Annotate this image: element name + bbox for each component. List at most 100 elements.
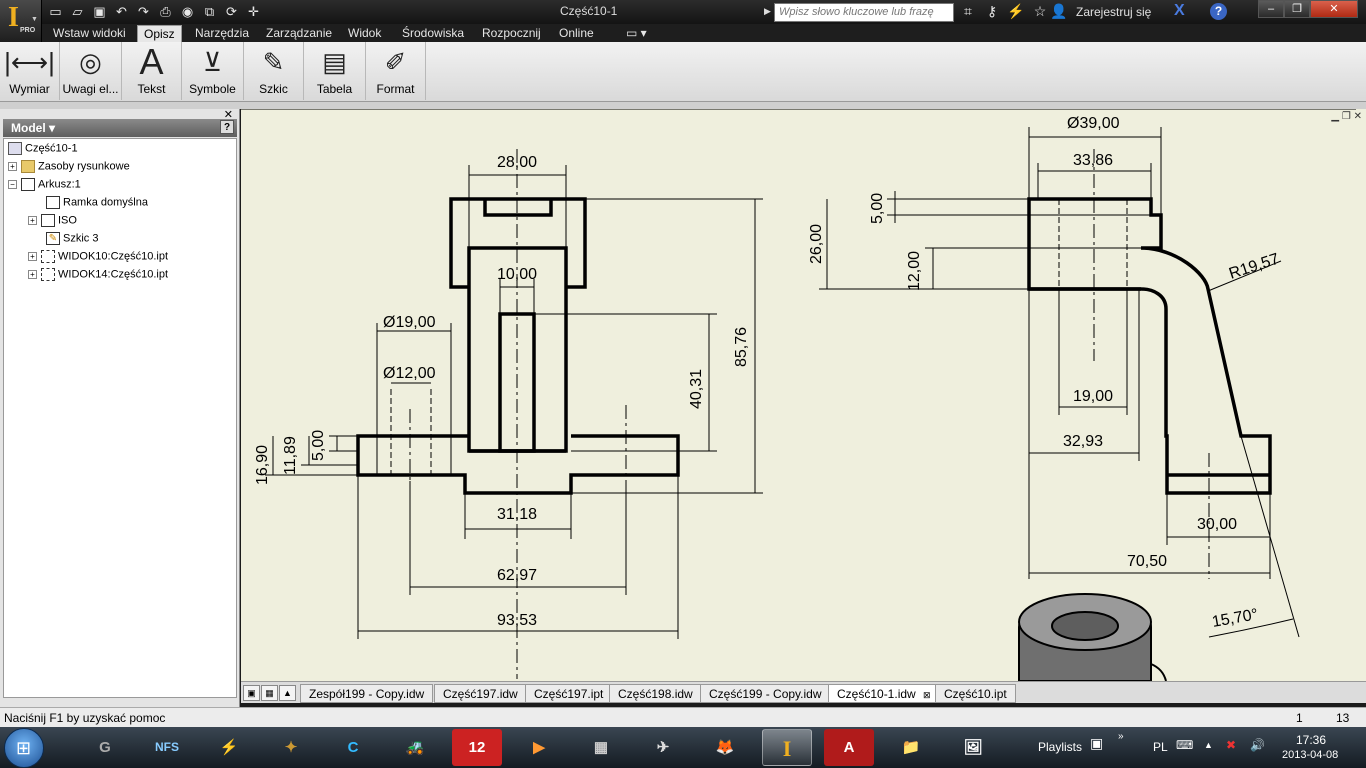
dim-d19[interactable]: Ø19,00 bbox=[383, 314, 436, 331]
tab-narzedzia[interactable]: Narzędzia bbox=[195, 26, 250, 40]
satellite-icon[interactable]: ⚡ bbox=[1007, 3, 1025, 19]
expand-icon[interactable]: + bbox=[28, 252, 37, 261]
tree-item-drawing-resources[interactable]: +Zasoby rysunkowe bbox=[8, 160, 130, 178]
dim-93-53[interactable]: 93,53 bbox=[497, 612, 537, 629]
chevron-up-icon[interactable]: ▲ bbox=[279, 685, 296, 701]
doc-tab-zespol199-copy[interactable]: Zespół199 - Copy.idw bbox=[300, 684, 434, 703]
key-icon[interactable]: ⚷ bbox=[986, 3, 998, 19]
collapse-icon[interactable]: − bbox=[8, 180, 17, 189]
copy-icon[interactable]: ⧉ bbox=[204, 4, 215, 19]
doc-tab-czesc10-1-idw[interactable]: Część10-1.idw ⊠ bbox=[828, 684, 940, 703]
exchange-apps-icon[interactable]: X bbox=[1174, 2, 1185, 19]
new-file-icon[interactable]: ▭ bbox=[49, 4, 62, 19]
panel-toggle-icon[interactable]: ▭ ▾ bbox=[626, 26, 647, 40]
mdi-restore-icon[interactable]: ❐ bbox=[1341, 111, 1351, 122]
taskbar-app-photos[interactable]: 🖼 bbox=[963, 739, 983, 756]
save-icon[interactable]: ▣ bbox=[93, 4, 106, 19]
dim-11-89[interactable]: 11,89 bbox=[282, 436, 299, 475]
dim-d39[interactable]: Ø39,00 bbox=[1067, 115, 1120, 132]
dim-d12[interactable]: Ø12,00 bbox=[383, 365, 436, 382]
taskbar-app-player[interactable]: ▶ bbox=[533, 739, 545, 756]
sign-in-link[interactable]: Zarejestruj się bbox=[1076, 5, 1152, 19]
dim-side-5[interactable]: 5,00 bbox=[869, 193, 886, 224]
binoculars-icon[interactable]: ⌗ bbox=[964, 3, 972, 19]
drawing-canvas[interactable]: ▁ ❐ ✕ bbox=[241, 109, 1366, 681]
format-button[interactable]: ✐ Format bbox=[366, 42, 426, 100]
dim-40-31[interactable]: 40,31 bbox=[688, 369, 705, 409]
tab-widok[interactable]: Widok bbox=[348, 26, 382, 40]
taskbar-app-12[interactable]: 12 bbox=[452, 729, 502, 766]
dim-10[interactable]: 10,00 bbox=[497, 266, 537, 283]
tree-item-sketch[interactable]: ✎Szkic 3 bbox=[46, 232, 98, 250]
browser-help-icon[interactable]: ? bbox=[220, 120, 234, 134]
search-expand-icon[interactable]: ▶ bbox=[764, 6, 771, 16]
dim-70-50[interactable]: 70,50 bbox=[1127, 553, 1167, 570]
search-input[interactable]: Wpisz słowo kluczowe lub frazę bbox=[774, 3, 954, 22]
update-icon[interactable]: ⟳ bbox=[226, 4, 237, 19]
dim-32-93[interactable]: 32,93 bbox=[1063, 433, 1103, 450]
tree-item-view10[interactable]: +WIDOK10:Część10.ipt bbox=[28, 250, 168, 268]
doc-tab-czesc197-ipt[interactable]: Część197.ipt bbox=[525, 684, 613, 703]
tray-playlist-icon[interactable]: ▣ bbox=[1090, 735, 1104, 751]
dim-31-18[interactable]: 31,18 bbox=[497, 506, 537, 523]
dim-62-97[interactable]: 62,97 bbox=[497, 567, 537, 584]
minimize-button[interactable]: – bbox=[1258, 0, 1284, 18]
dim-30[interactable]: 30,00 bbox=[1197, 516, 1237, 533]
taskbar-app-witcher[interactable]: ✦ bbox=[284, 739, 298, 756]
taskbar-app-firefox[interactable]: 🦊 bbox=[715, 739, 735, 756]
doc-tab-czesc199-copy[interactable]: Część199 - Copy.idw bbox=[700, 684, 831, 703]
star-icon[interactable]: ☆ bbox=[1033, 3, 1047, 19]
browser-header[interactable]: Model ▾ ? bbox=[3, 119, 237, 137]
tray-date[interactable]: 2013-04-08 bbox=[1282, 749, 1339, 761]
tab-close-icon[interactable]: ⊠ bbox=[923, 690, 931, 700]
select-icon[interactable]: ◉ bbox=[181, 4, 194, 19]
tree-item-view14[interactable]: +WIDOK14:Część10.ipt bbox=[28, 268, 168, 286]
sketch-button[interactable]: ✎ Szkic bbox=[244, 42, 304, 100]
tab-rozpocznij[interactable]: Rozpocznij bbox=[482, 26, 541, 40]
tray-show-hidden-icon[interactable]: ▲ bbox=[1204, 740, 1213, 750]
dim-19[interactable]: 19,00 bbox=[1073, 388, 1113, 405]
move-icon[interactable]: ✛ bbox=[248, 4, 259, 19]
dimension-button[interactable]: |⟷| Wymiar bbox=[0, 42, 60, 100]
tab-zarzadzanie[interactable]: Zarządzanie bbox=[266, 26, 333, 40]
dim-5[interactable]: 5,00 bbox=[310, 430, 327, 461]
tree-item-root[interactable]: Część10-1 bbox=[8, 142, 78, 160]
expand-icon[interactable]: + bbox=[28, 216, 37, 225]
doc-tab-czesc198-idw[interactable]: Część198.idw bbox=[609, 684, 702, 703]
tree-item-default-border[interactable]: Ramka domyślna bbox=[46, 196, 148, 214]
redo-icon[interactable]: ↷ bbox=[138, 4, 149, 19]
mdi-close-icon[interactable]: ✕ bbox=[1353, 111, 1362, 122]
tab-opisz[interactable]: Opisz bbox=[137, 25, 182, 42]
dim-33-86[interactable]: 33,86 bbox=[1073, 152, 1113, 169]
maximize-button[interactable]: ❐ bbox=[1284, 0, 1310, 18]
tray-expand-icon[interactable]: » bbox=[1118, 731, 1124, 742]
taskbar-app-acrobat[interactable]: A bbox=[824, 729, 874, 766]
dim-16-90[interactable]: 16,90 bbox=[254, 445, 271, 485]
taskbar-app-c[interactable]: C bbox=[347, 739, 359, 756]
expand-icon[interactable]: + bbox=[8, 162, 17, 171]
doc-tab-czesc10-ipt[interactable]: Część10.ipt bbox=[935, 684, 1016, 703]
dim-85-76[interactable]: 85,76 bbox=[733, 327, 750, 367]
feature-notes-button[interactable]: ◎ Uwagi el... bbox=[60, 42, 122, 100]
tile-icon[interactable]: ▦ bbox=[261, 685, 278, 701]
taskbar-app-lightning[interactable]: ⚡ bbox=[219, 739, 239, 756]
dim-26[interactable]: 26,00 bbox=[808, 224, 825, 264]
taskbar-app-g[interactable]: G bbox=[99, 739, 111, 756]
tray-volume-icon[interactable]: 🔊 bbox=[1250, 738, 1265, 752]
taskbar-app-nfs[interactable]: NFS bbox=[155, 740, 179, 754]
close-button[interactable]: ✕ bbox=[1310, 0, 1358, 18]
taskbar-app-flight[interactable]: ✈ bbox=[656, 739, 670, 756]
taskbar-app-explorer[interactable]: 📁 bbox=[901, 739, 921, 756]
tab-wstaw-widoki[interactable]: Wstaw widoki bbox=[53, 26, 126, 40]
dim-r19-57[interactable]: R19,57 bbox=[1227, 251, 1281, 283]
expand-icon[interactable]: + bbox=[28, 270, 37, 279]
mdi-minimize-icon[interactable]: ▁ bbox=[1331, 111, 1340, 122]
dim-angle[interactable]: 15,70° bbox=[1211, 606, 1260, 631]
tray-network-icon[interactable]: ✖ bbox=[1226, 738, 1237, 752]
start-button[interactable]: ⊞ bbox=[4, 728, 44, 768]
text-button[interactable]: A Tekst bbox=[122, 42, 182, 100]
tab-online[interactable]: Online bbox=[559, 26, 594, 40]
tree-item-sheet[interactable]: −Arkusz:1 bbox=[8, 178, 81, 196]
table-button[interactable]: ▤ Tabela bbox=[304, 42, 366, 100]
taskbar-app-calculator[interactable]: ▦ bbox=[593, 739, 609, 756]
